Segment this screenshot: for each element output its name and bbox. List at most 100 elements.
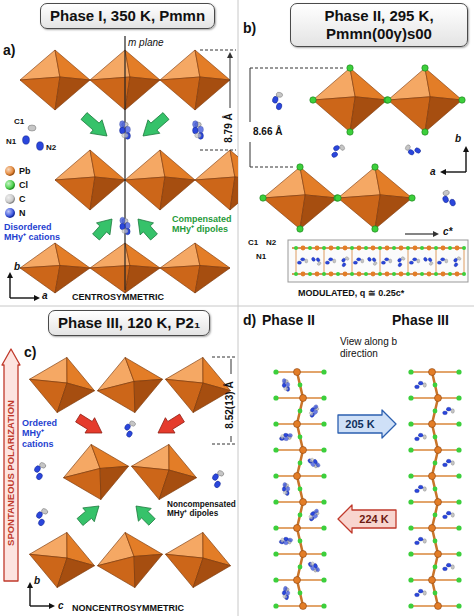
octahedron-face bbox=[97, 556, 139, 593]
mhy-cation bbox=[279, 433, 292, 441]
cl-atom bbox=[297, 226, 303, 232]
dipole-arrow bbox=[158, 414, 184, 433]
octahedron-face bbox=[350, 97, 387, 132]
cation-orientation bbox=[451, 255, 463, 267]
carbon-atom bbox=[451, 409, 454, 413]
nitrogen-atom bbox=[125, 222, 130, 228]
nitrogen-atom bbox=[297, 261, 301, 264]
cl-atom bbox=[456, 577, 461, 582]
phase-two-structure bbox=[250, 65, 469, 282]
cl-atom bbox=[456, 395, 461, 400]
legend-text: C bbox=[19, 194, 26, 204]
nitrogen-atom bbox=[446, 407, 451, 411]
octahedron-face bbox=[263, 195, 305, 229]
legend-swatch bbox=[5, 166, 15, 176]
cl-atom bbox=[273, 395, 278, 400]
mhy-cation bbox=[325, 258, 335, 265]
dimension-dashed-line bbox=[212, 444, 237, 445]
carbon-atom bbox=[28, 125, 36, 131]
pbcl-chain bbox=[408, 369, 461, 610]
pb-atom bbox=[294, 421, 301, 428]
axis-line bbox=[29, 588, 30, 606]
phase-comparison-structure bbox=[273, 369, 461, 610]
cl-atom bbox=[422, 129, 428, 135]
mhy-cation bbox=[415, 381, 427, 388]
cation-orientation bbox=[443, 407, 455, 414]
cation-orientation bbox=[282, 379, 289, 391]
pb-atom bbox=[294, 369, 301, 376]
pb-atom bbox=[294, 525, 301, 532]
panel-divider bbox=[238, 0, 239, 616]
cl-atom bbox=[350, 246, 354, 250]
nitrogen-atom bbox=[397, 262, 402, 267]
octahedron-face bbox=[160, 150, 195, 180]
arrow-shape bbox=[2, 349, 20, 581]
nitrogen-atom bbox=[276, 102, 283, 110]
cation-orientation bbox=[440, 189, 456, 209]
pbcl6-octahedron bbox=[385, 65, 465, 135]
pb-atom bbox=[300, 395, 307, 402]
cl-atom bbox=[321, 421, 326, 426]
cl-atom bbox=[310, 97, 316, 103]
nitrogen-atom bbox=[415, 437, 420, 441]
cation-orientation bbox=[443, 563, 455, 570]
cation-orientation bbox=[437, 258, 447, 265]
cation-orientation bbox=[308, 560, 320, 574]
cation-orientation bbox=[120, 121, 131, 138]
nitrogen-atom bbox=[443, 567, 448, 571]
nitrogen-atom bbox=[437, 261, 441, 264]
pbcl6-octahedron bbox=[160, 243, 230, 293]
cl-atom bbox=[433, 565, 438, 570]
pb-atom bbox=[301, 272, 306, 277]
pbcl6-octahedron bbox=[20, 50, 90, 110]
octahedron-face bbox=[130, 552, 168, 588]
nitrogen-atom bbox=[449, 198, 456, 206]
octahedron-face bbox=[195, 243, 230, 268]
cl-atom bbox=[294, 246, 298, 250]
carbon-atom bbox=[122, 133, 128, 138]
pb-atom bbox=[435, 551, 442, 558]
cl-atom bbox=[422, 65, 428, 71]
dimension-line bbox=[231, 359, 232, 374]
atom-label: C1 bbox=[14, 117, 24, 126]
cation-orientation bbox=[325, 258, 335, 265]
nitrogen-atom bbox=[441, 258, 445, 261]
nitrogen-atom bbox=[120, 121, 125, 128]
octahedron-face bbox=[130, 377, 168, 413]
pbcl6-octahedron bbox=[161, 527, 236, 594]
panel-letter: b) bbox=[243, 20, 256, 36]
chain-bond bbox=[324, 248, 325, 274]
pb-atom bbox=[399, 246, 404, 251]
nitrogen-atom bbox=[35, 511, 43, 520]
nitrogen-atom bbox=[193, 121, 198, 128]
pb-atom bbox=[329, 246, 334, 251]
phase-label: Phase II bbox=[262, 312, 315, 328]
cl-atom bbox=[459, 97, 465, 103]
nitrogen-atom bbox=[325, 261, 329, 264]
dimension-dashed-line bbox=[200, 50, 236, 51]
pb-atom bbox=[399, 272, 404, 277]
atom-label: C1 bbox=[248, 238, 258, 247]
dimension-dashed-line bbox=[200, 150, 236, 151]
cl-atom bbox=[298, 435, 303, 440]
pbcl6-octahedron bbox=[55, 150, 125, 210]
pb-atom bbox=[315, 272, 320, 277]
inset-frame bbox=[288, 240, 468, 282]
nitrogen-atom bbox=[125, 126, 130, 133]
panel-letter: a) bbox=[3, 42, 15, 58]
pb-atom bbox=[300, 603, 307, 610]
panel-letter: c) bbox=[24, 344, 36, 360]
pb-atom bbox=[435, 395, 442, 402]
octahedron-face bbox=[55, 243, 90, 268]
cl-atom bbox=[462, 272, 466, 276]
axis-label: b bbox=[34, 575, 40, 587]
cl-atom bbox=[273, 447, 278, 452]
arrow-label: SPONTANEOUS POLARIZATION bbox=[6, 400, 16, 546]
nitrogen-atom bbox=[310, 565, 316, 571]
nitrogen-atom bbox=[418, 485, 423, 489]
cation-orientation bbox=[308, 560, 320, 574]
cl-atom bbox=[434, 272, 438, 276]
cl-atom bbox=[456, 499, 461, 504]
octahedron-face bbox=[160, 243, 200, 268]
